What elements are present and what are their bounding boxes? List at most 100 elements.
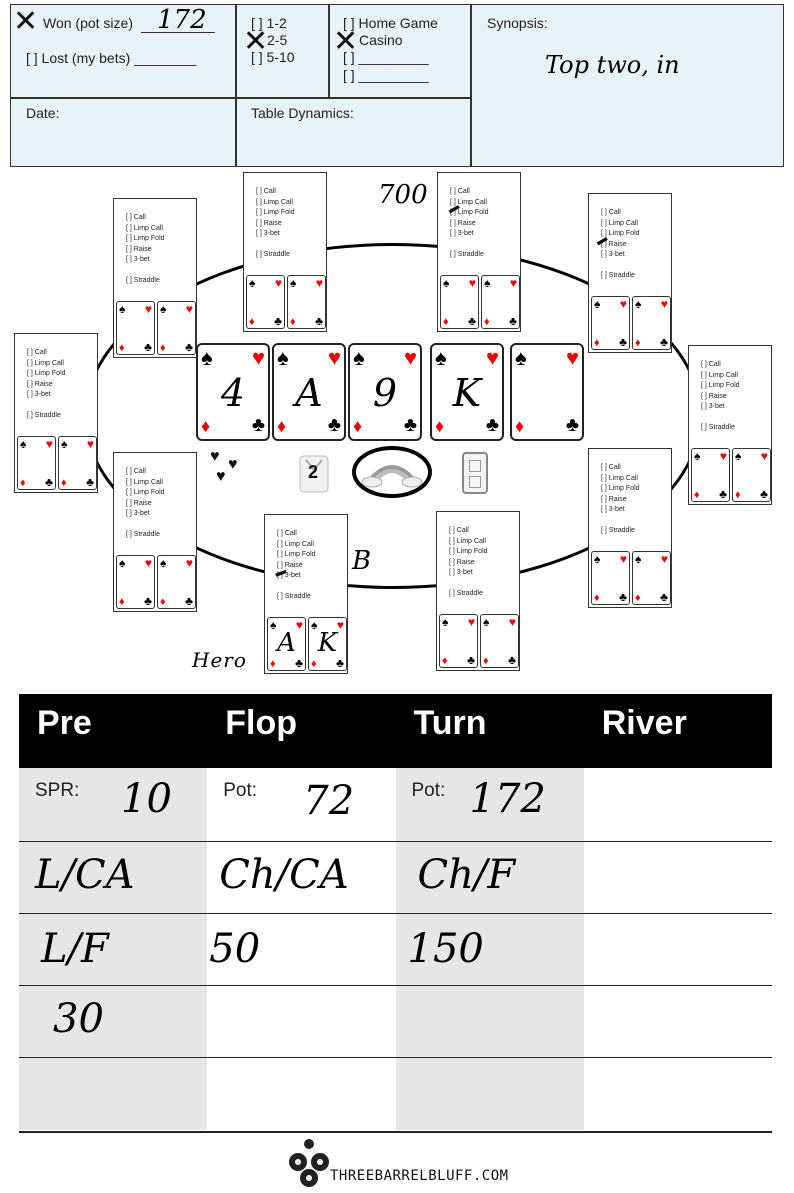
board-card-1[interactable]: ♠♥4♦♣ [196, 343, 270, 441]
option-3bet[interactable]: [ ] 3-bet [601, 251, 625, 258]
option-limp-call[interactable]: [ ] Limp Call [601, 474, 638, 482]
venue-casino[interactable]: Casino [359, 32, 403, 48]
option-limp-call[interactable]: [ ] Limp Call [126, 224, 163, 232]
option-straddle[interactable]: [ ] Straddle [701, 423, 735, 431]
option-straddle[interactable]: [ ] Straddle [27, 411, 61, 419]
board-card-3[interactable]: ♠♥9♦♣ [348, 343, 422, 441]
won-value[interactable]: 172 [157, 5, 207, 35]
option-raise[interactable]: [ ] Raise [601, 495, 627, 503]
option-raise[interactable]: [ ] Raise [449, 558, 475, 566]
option-3bet[interactable]: [ ] 3-bet [450, 230, 474, 237]
option-straddle[interactable]: [ ] Straddle [126, 276, 160, 284]
option-raise[interactable]: [ ] Raise [126, 499, 152, 507]
option-limp-fold[interactable]: [ ] Limp Fold [126, 489, 165, 496]
option-limp-call[interactable]: [ ] Limp Call [450, 198, 487, 206]
board-card-2[interactable]: ♠♥A♦♣ [272, 343, 346, 441]
river-cell[interactable] [584, 986, 772, 1057]
option-limp-call[interactable]: [ ] Limp Call [27, 359, 64, 367]
option-raise[interactable]: [ ] Raise [701, 392, 727, 400]
flop-cell[interactable]: Ch/CA [207, 842, 395, 913]
pre-cell[interactable]: L/CA [19, 842, 208, 913]
river-cell[interactable] [584, 842, 772, 913]
option-3bet[interactable]: [ ] 3-bet [126, 510, 150, 517]
option-3bet[interactable]: [ ] 3-bet [601, 506, 625, 513]
option-limp-fold[interactable]: [ ] Limp Fold [277, 551, 316, 558]
option-limp-fold[interactable]: [ ] Limp Fold [449, 548, 488, 555]
option-limp-call[interactable]: [ ] Limp Call [701, 371, 738, 379]
option-call[interactable]: [ ] Call [277, 530, 297, 537]
pre-cell[interactable] [19, 1058, 208, 1130]
venue-other-2[interactable]: [ ] _________ [343, 67, 429, 83]
option-straddle[interactable]: [ ] Straddle [277, 592, 311, 600]
seat-4[interactable]: [ ] Call [ ] Limp Call [ ] Limp Fold [ ]… [588, 193, 672, 353]
pre-cell[interactable]: 30 [19, 986, 208, 1057]
option-call[interactable]: [ ] Call [449, 527, 469, 534]
option-limp-call[interactable]: [ ] Limp Call [449, 537, 486, 545]
option-straddle[interactable]: [ ] Straddle [126, 530, 160, 538]
option-3bet[interactable]: [ ] 3-bet [27, 391, 51, 398]
option-call[interactable]: [ ] Call [601, 209, 621, 216]
option-straddle[interactable]: [ ] Straddle [450, 250, 484, 258]
option-limp-fold[interactable]: [ ] Limp Fold [601, 485, 640, 492]
option-straddle[interactable]: [ ] Straddle [601, 526, 635, 534]
river-cell[interactable] [584, 768, 772, 841]
option-straddle[interactable]: [ ] Straddle [449, 589, 483, 597]
option-limp-fold[interactable]: [ ] Limp Fold [450, 209, 489, 216]
brand-text[interactable]: THREEBARRELBLUFF.COM [330, 1168, 509, 1184]
option-call[interactable]: [ ] Call [601, 464, 621, 471]
option-call[interactable]: [ ] Call [450, 188, 470, 195]
lost-label[interactable]: [ ] Lost (my bets) ________ [26, 50, 197, 66]
option-limp-call[interactable]: [ ] Limp Call [256, 198, 293, 206]
river-cell[interactable] [584, 1058, 772, 1130]
option-raise[interactable]: [ ] Raise [277, 561, 303, 569]
option-straddle[interactable]: [ ] Straddle [601, 271, 635, 279]
option-call[interactable]: [ ] Call [701, 361, 721, 368]
option-call[interactable]: [ ] Call [126, 468, 146, 475]
seat-5[interactable]: [ ] Call [ ] Limp Call [ ] Limp Fold [ ]… [14, 333, 98, 493]
river-cell[interactable] [584, 914, 772, 985]
option-3bet[interactable]: [ ] 3-bet [701, 403, 725, 410]
board-card-4[interactable]: ♠♥K♦♣ [430, 343, 504, 441]
flop-cell[interactable] [207, 1058, 395, 1130]
seat-3[interactable]: [ ] Call [ ] Limp Call [ ] Limp Fold [ ]… [437, 172, 521, 332]
option-raise[interactable]: [ ] Raise [601, 240, 627, 248]
option-limp-fold[interactable]: [ ] Limp Fold [27, 370, 66, 377]
turn-cell[interactable] [395, 986, 584, 1057]
option-limp-call[interactable]: [ ] Limp Call [277, 540, 314, 548]
turn-cell[interactable]: 150 [395, 914, 584, 985]
seat-1[interactable]: [ ] Call [ ] Limp Call [ ] Limp Fold [ ]… [113, 198, 197, 358]
date-label[interactable]: Date: [26, 105, 60, 121]
venue-home[interactable]: [ ] Home Game [343, 15, 438, 31]
seat-10[interactable]: [ ] Call [ ] Limp Call [ ] Limp Fold [ ]… [588, 448, 672, 608]
seat-7[interactable]: [ ] Call [ ] Limp Call [ ] Limp Fold [ ]… [113, 452, 197, 612]
table-dynamics-label[interactable]: Table Dynamics: [251, 105, 354, 121]
stake-1-2[interactable]: [ ] 1-2 [251, 15, 287, 31]
option-limp-fold[interactable]: [ ] Limp Fold [256, 209, 295, 216]
flop-cell[interactable]: 50 [207, 914, 395, 985]
turn-cell[interactable] [395, 1058, 584, 1130]
flop-cell[interactable] [207, 986, 395, 1057]
option-raise[interactable]: [ ] Raise [450, 219, 476, 227]
option-3bet[interactable]: [ ] 3-bet [277, 572, 301, 579]
option-raise[interactable]: [ ] Raise [27, 380, 53, 388]
option-limp-call[interactable]: [ ] Limp Call [601, 219, 638, 227]
option-3bet[interactable]: [ ] 3-bet [126, 256, 150, 263]
pre-cell[interactable]: L/F [19, 914, 208, 985]
seat-9[interactable]: [ ] Call [ ] Limp Call [ ] Limp Fold [ ]… [436, 511, 520, 671]
stake-2-5[interactable]: 2-5 [267, 32, 288, 48]
turn-cell[interactable]: Pot: 172 [395, 768, 584, 841]
seat-hero[interactable]: [ ] Call [ ] Limp Call [ ] Limp Fold [ ]… [264, 514, 348, 674]
option-call[interactable]: [ ] Call [256, 188, 276, 195]
turn-cell[interactable]: Ch/F [395, 842, 584, 913]
option-3bet[interactable]: [ ] 3-bet [256, 230, 280, 237]
synopsis-value[interactable]: Top two, in [545, 51, 680, 79]
option-call[interactable]: [ ] Call [27, 349, 47, 356]
board-card-5[interactable]: ♠♥♦♣ [510, 343, 584, 441]
stake-5-10[interactable]: [ ] 5-10 [251, 49, 295, 65]
option-limp-call[interactable]: [ ] Limp Call [126, 478, 163, 486]
venue-other-1[interactable]: [ ] _________ [343, 49, 429, 65]
option-raise[interactable]: [ ] Raise [126, 245, 152, 253]
pre-cell[interactable]: SPR: 10 [19, 768, 208, 841]
option-limp-fold[interactable]: [ ] Limp Fold [601, 230, 640, 237]
seat-2[interactable]: [ ] Call [ ] Limp Call [ ] Limp Fold [ ]… [243, 172, 327, 332]
